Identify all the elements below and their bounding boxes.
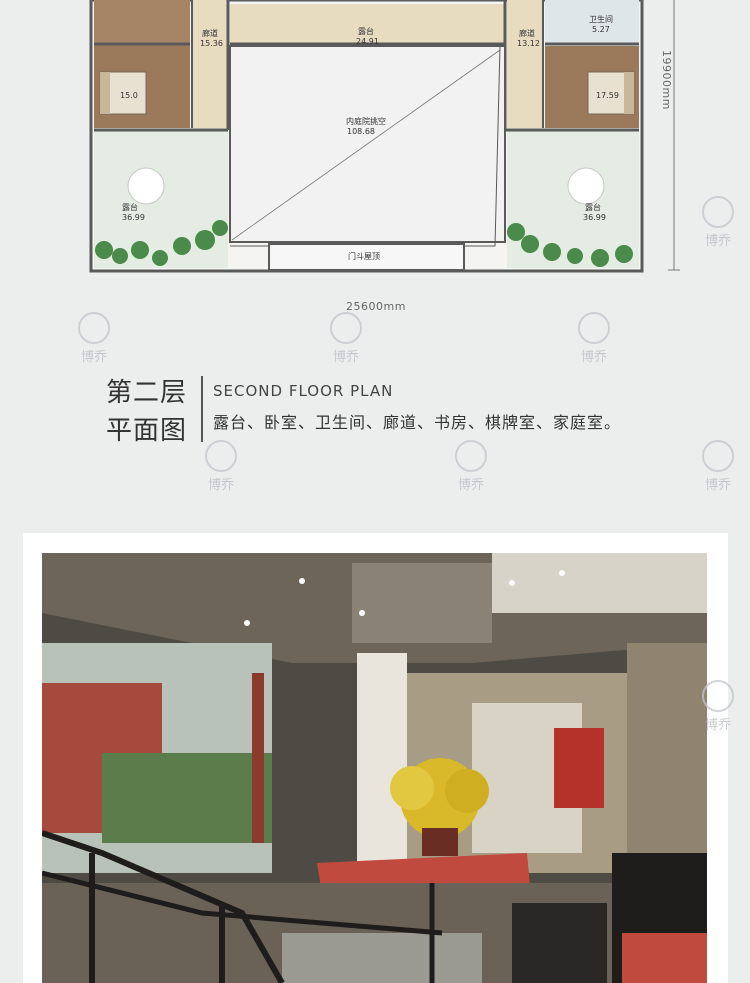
bathroom-right bbox=[545, 0, 639, 44]
watermark-logo: 博乔 bbox=[578, 312, 610, 365]
room-label-entry-roof: 门斗屋顶 bbox=[348, 251, 380, 261]
room-area-corridor-right: 13.12 bbox=[517, 39, 540, 48]
terrace-top bbox=[230, 4, 505, 44]
entry-roof bbox=[268, 243, 465, 271]
watermark-logo: 博乔 bbox=[330, 312, 362, 365]
room-label-bath: 卫生间 bbox=[589, 14, 613, 24]
room-area-bedroom-left: 15.0 bbox=[120, 91, 138, 100]
umbrella-right bbox=[567, 167, 605, 205]
floor-plan: 廊道 15.36 露台 24.91 廊道 13.12 卫生间 5.27 内庭院挑… bbox=[89, 0, 680, 273]
room-label-corridor-left: 廊道 bbox=[202, 28, 218, 38]
room-label-corridor-right: 廊道 bbox=[519, 28, 535, 38]
width-dimension: 25600mm bbox=[346, 300, 406, 313]
interior-photo-drawing bbox=[42, 553, 707, 983]
watermark-logo: 博乔 bbox=[455, 440, 487, 493]
interior-photo bbox=[42, 553, 707, 983]
watermark-logo: 博乔 bbox=[702, 196, 734, 249]
room-label-terrace-top: 露台 bbox=[358, 26, 374, 36]
room-area-terrace-top: 24.91 bbox=[356, 37, 379, 46]
watermark-logo: 博乔 bbox=[702, 440, 734, 493]
height-dimension: 19900mm bbox=[660, 50, 673, 110]
room-label-terrace-right: 露台 bbox=[585, 202, 601, 212]
umbrella-left bbox=[127, 167, 165, 205]
title-divider bbox=[201, 376, 203, 442]
watermark-logo: 博乔 bbox=[205, 440, 237, 493]
room-label-terrace-left: 露台 bbox=[122, 202, 138, 212]
plants-right bbox=[507, 223, 633, 267]
room-left-top bbox=[94, 0, 190, 44]
room-area-courtyard: 108.68 bbox=[347, 127, 375, 136]
corridor-right bbox=[507, 0, 543, 128]
corridor-left bbox=[192, 0, 228, 128]
room-label-courtyard: 内庭院挑空 bbox=[346, 116, 386, 126]
room-area-bath: 5.27 bbox=[592, 25, 610, 34]
rooms-list: 露台、卧室、卫生间、廊道、书房、棋牌室、家庭室。 bbox=[213, 413, 622, 432]
plants-left bbox=[95, 220, 228, 266]
room-area-bedroom-right: 17.59 bbox=[596, 91, 619, 100]
title-en: SECOND FLOOR PLAN bbox=[213, 382, 394, 400]
room-area-corridor-left: 15.36 bbox=[200, 39, 223, 48]
room-area-terrace-right: 36.99 bbox=[583, 213, 606, 222]
room-area-terrace-left: 36.99 bbox=[122, 213, 145, 222]
watermark-logo: 博乔 bbox=[702, 680, 734, 733]
watermark-logo: 博乔 bbox=[78, 312, 110, 365]
title-cn-line2: 平面图 bbox=[106, 416, 188, 446]
title-cn-line1: 第二层 bbox=[106, 378, 188, 408]
